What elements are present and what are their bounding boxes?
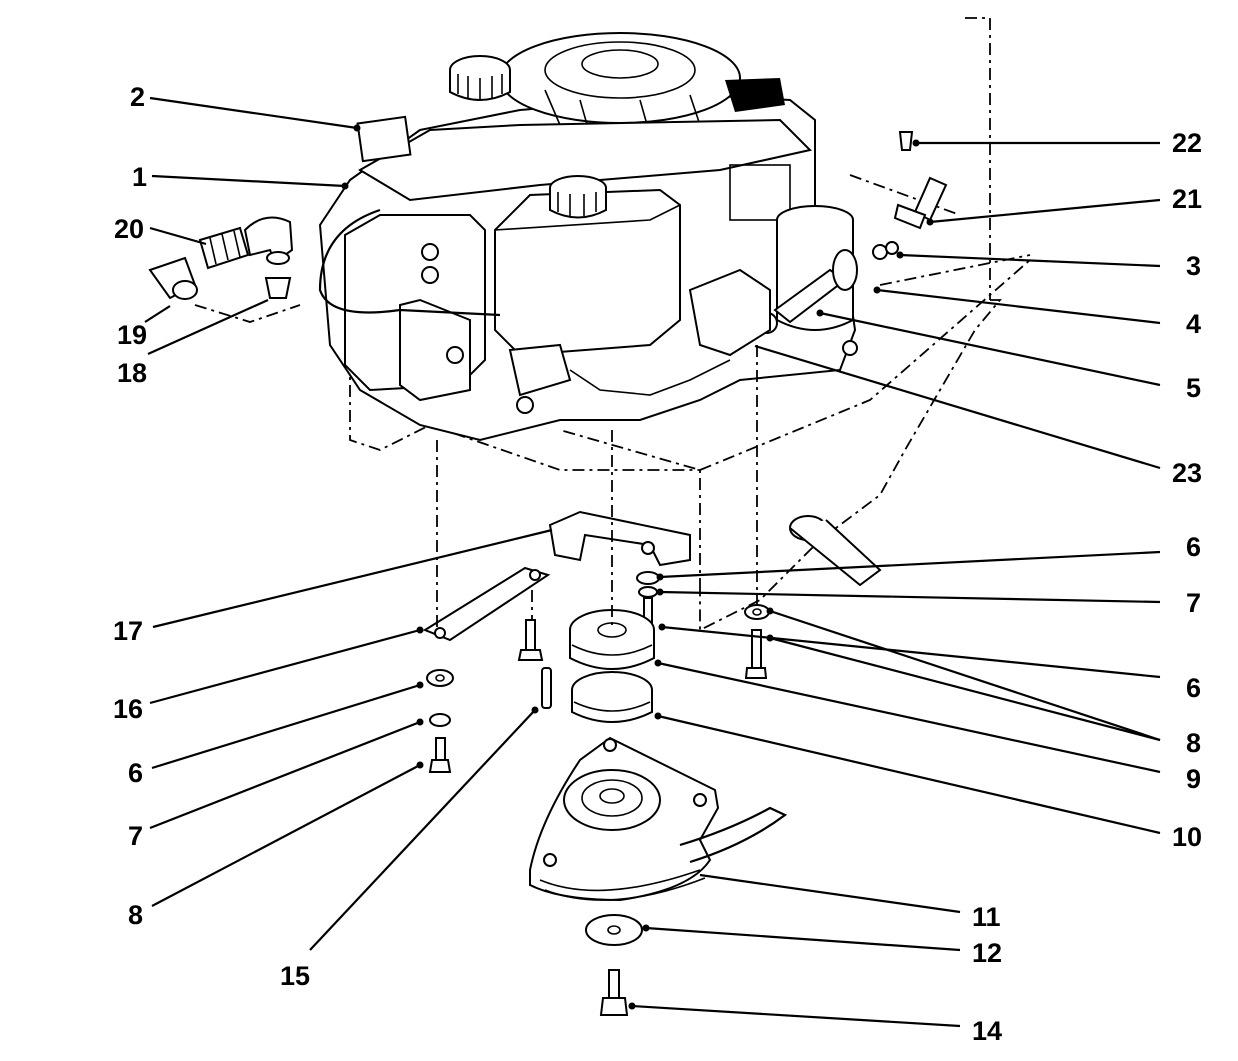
callout-1: 1 [132,162,147,192]
callout-23: 23 [1172,458,1202,488]
callout-7-right: 7 [1186,588,1201,618]
callout-6-right: 6 [1186,673,1201,703]
callout-11: 11 [972,902,1001,932]
pulleys [569,609,655,723]
callout-8-left: 8 [128,900,143,930]
leader-lines [144,96,1161,1028]
callout-labels: 2 1 20 19 18 22 21 3 4 5 23 6 7 6 8 9 10… [113,82,1202,1046]
callout-5: 5 [1186,373,1201,403]
leader-dots [341,124,934,1010]
hardware [426,571,770,1016]
strap [422,566,551,642]
callout-18: 18 [117,358,147,388]
callout-19: 19 [117,320,147,350]
callout-2: 2 [130,82,145,112]
dipstick-tube [789,515,882,587]
callout-16: 16 [113,694,143,724]
callout-21: 21 [1172,184,1202,214]
callout-7-left: 7 [128,821,143,851]
callout-17: 17 [113,616,143,646]
callout-6-right-top: 6 [1186,532,1201,562]
callout-6-left: 6 [128,758,143,788]
right-fittings [872,131,948,260]
callout-22: 22 [1172,128,1202,158]
centerlines [436,345,758,630]
callout-4: 4 [1186,309,1201,339]
oil-drain-fittings [148,216,301,323]
electric-clutch [529,736,788,902]
callout-8-right: 8 [1186,728,1201,758]
callout-20: 20 [114,214,144,244]
idler-bracket [548,510,691,567]
callout-15: 15 [280,961,310,991]
callout-3: 3 [1186,251,1201,281]
callout-12: 12 [972,938,1002,968]
decal [356,115,412,163]
callout-14: 14 [972,1016,1002,1046]
engine [318,32,858,442]
callout-9: 9 [1186,764,1201,794]
callout-10: 10 [1172,822,1202,852]
